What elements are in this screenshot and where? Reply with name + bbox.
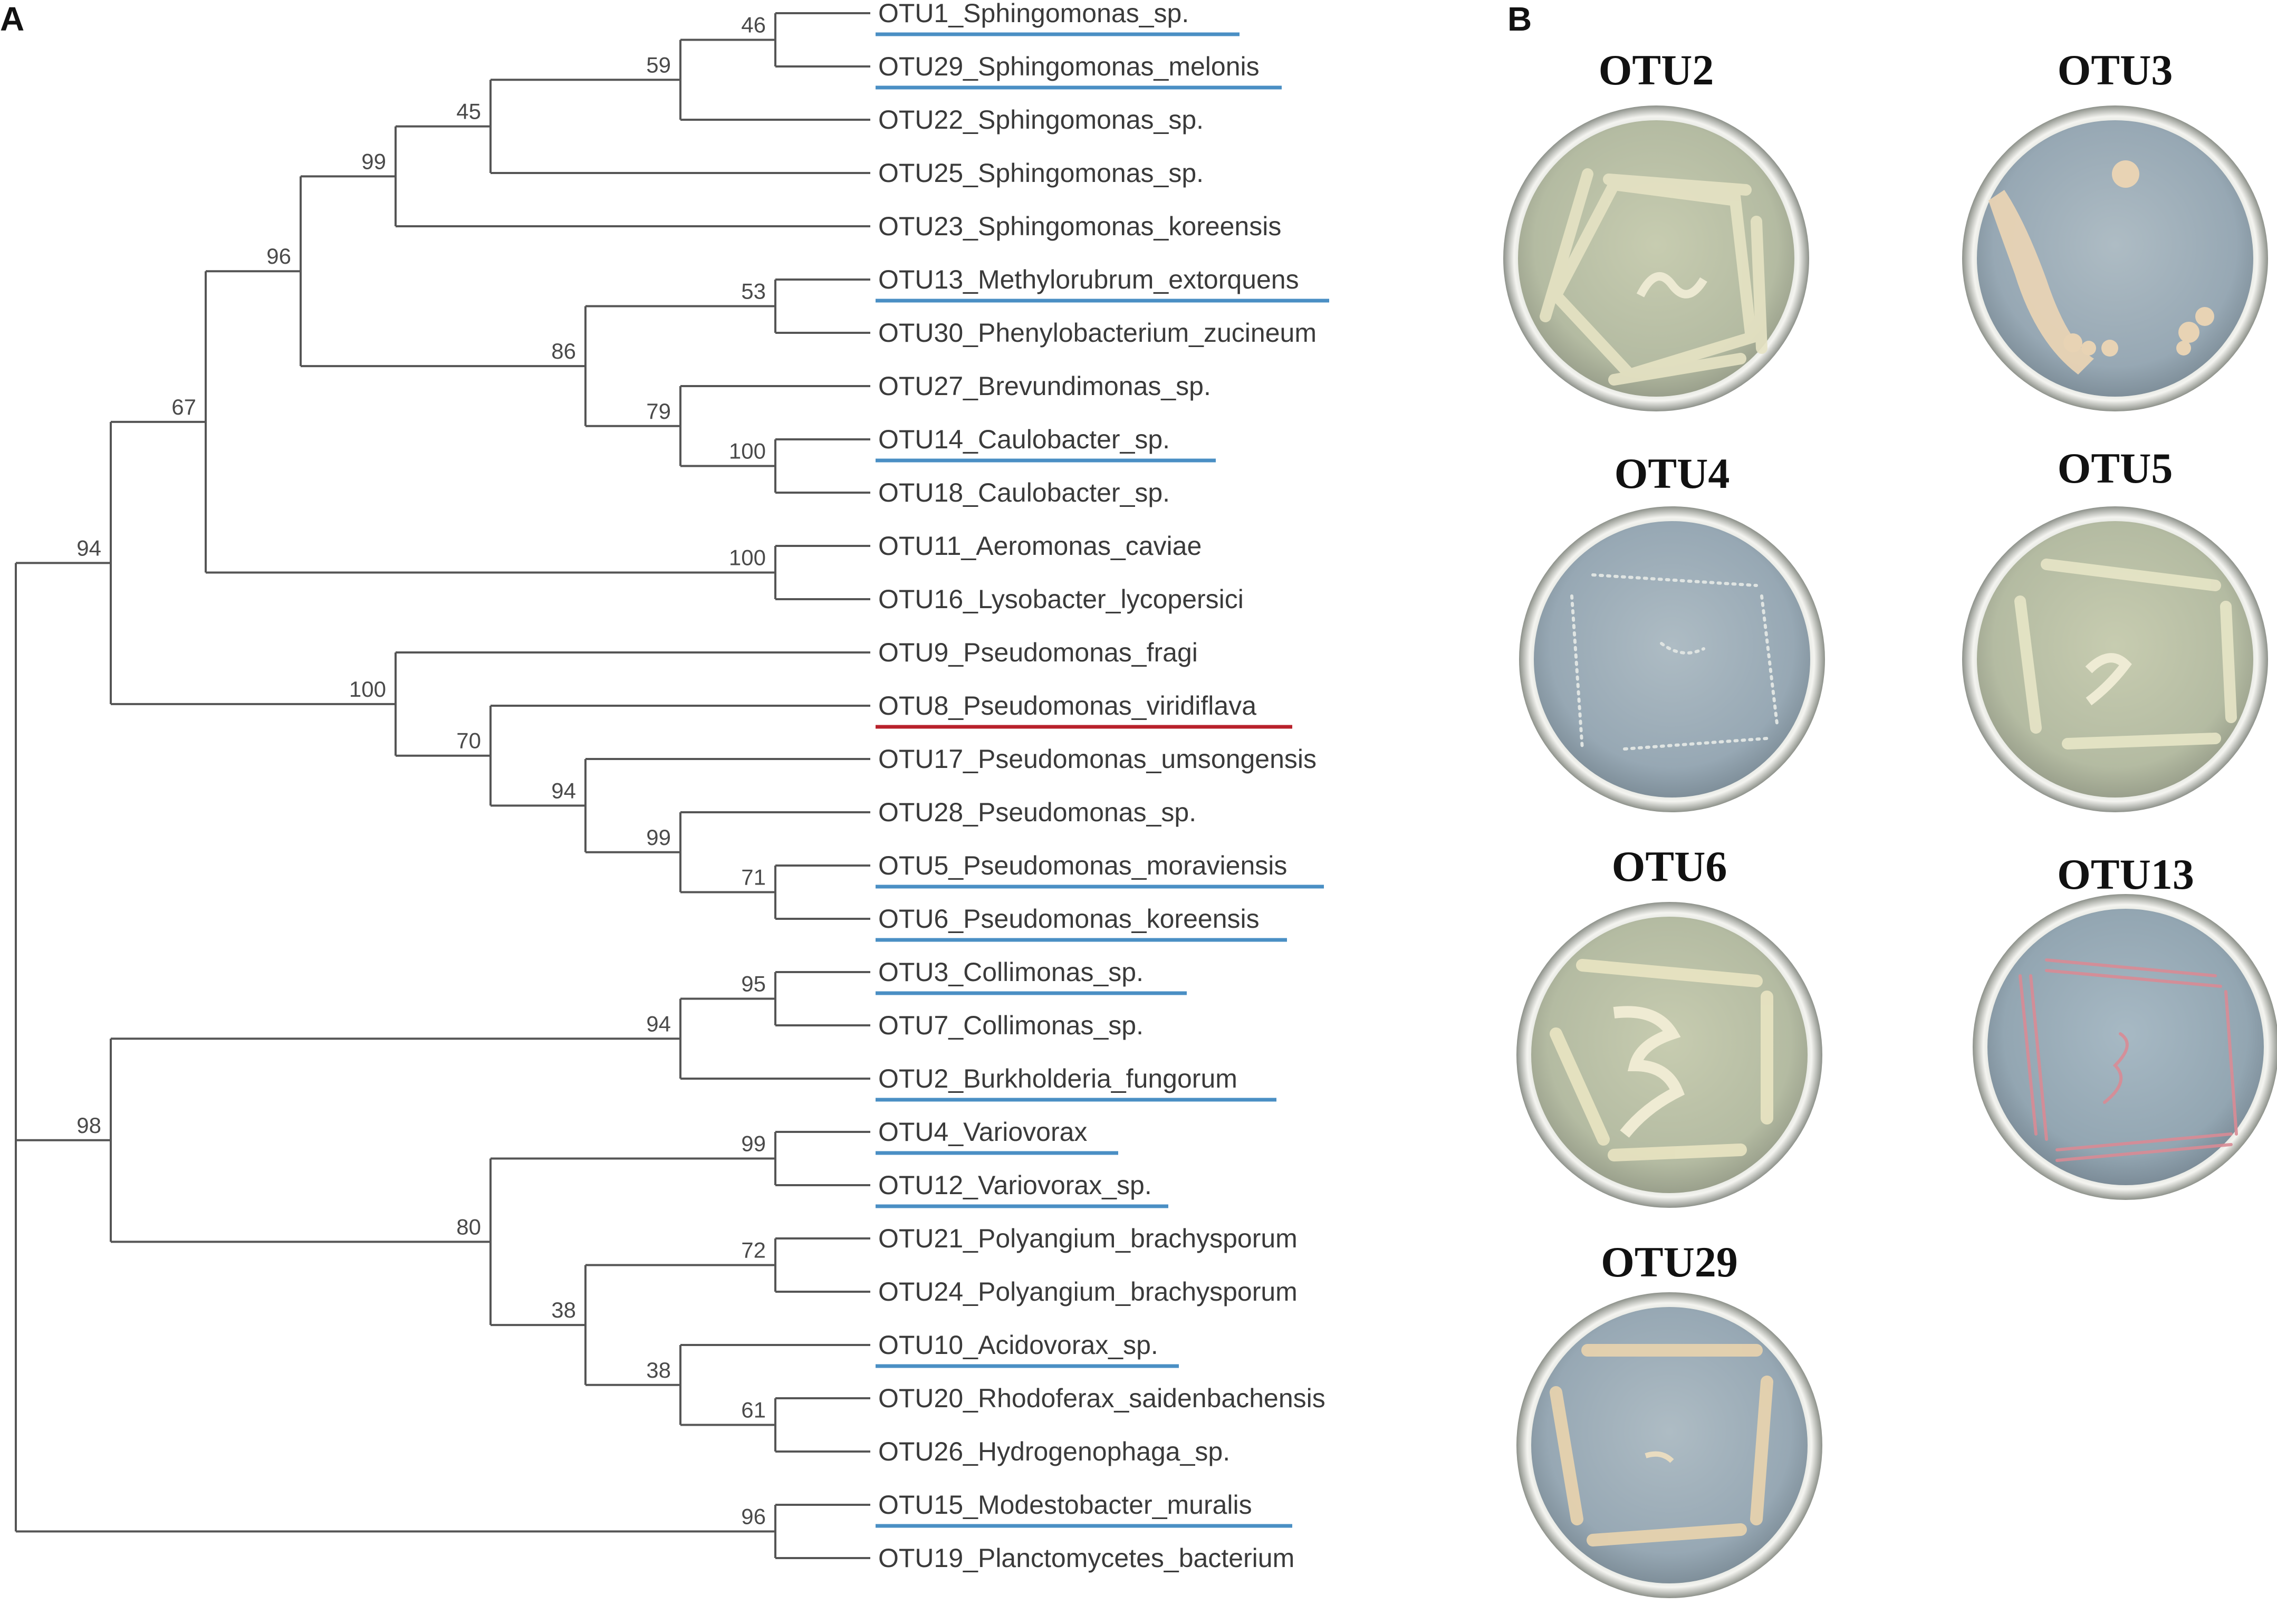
bootstrap-value: 96 <box>741 1504 766 1529</box>
bootstrap-value: 94 <box>646 1011 671 1036</box>
plate-title: OTU13 <box>2057 850 2194 898</box>
bootstrap-value: 79 <box>646 399 671 424</box>
petri-dish-agar <box>1531 1307 1808 1583</box>
leaf-label: OTU3_Collimonas_sp. <box>878 957 1144 987</box>
petri-dish-agar <box>1534 521 1810 797</box>
leaf-label: OTU18_Caulobacter_sp. <box>878 478 1170 507</box>
leaf-label: OTU23_Sphingomonas_koreensis <box>878 212 1281 241</box>
bootstrap-value: 59 <box>646 52 671 77</box>
center-streak <box>2085 653 2132 706</box>
leaf-label: OTU30_Phenylobacterium_zucineum <box>878 318 1317 348</box>
center-streak <box>1645 1451 1674 1463</box>
panel-a-letter: A <box>0 0 24 38</box>
leaf-label: OTU25_Sphingomonas_sp. <box>878 158 1204 188</box>
plate-otu13: OTU13 <box>1973 850 2277 1200</box>
bootstrap-value: 94 <box>551 778 576 803</box>
leaf-label: OTU13_Methylorubrum_extorquens <box>878 265 1299 294</box>
plate-title: OTU29 <box>1601 1238 1738 1286</box>
bacterial-streaks <box>2014 559 2237 749</box>
bootstrap-value: 38 <box>551 1298 576 1322</box>
leaf-label: OTU12_Variovorax_sp. <box>878 1170 1152 1200</box>
leaf-label: OTU1_Sphingomonas_sp. <box>878 0 1189 28</box>
bootstrap-value: 98 <box>76 1113 101 1138</box>
plate-title: OTU3 <box>2058 46 2173 94</box>
bacterial-streaks <box>2019 958 2238 1162</box>
bootstrap-value: 100 <box>729 545 766 570</box>
leaf-label: OTU10_Acidovorax_sp. <box>878 1330 1158 1360</box>
bootstrap-value: 45 <box>456 99 481 124</box>
leaf-label: OTU20_Rhodoferax_saidenbachensis <box>878 1383 1325 1413</box>
culture-plates-panel: OTU2 OTU3 <box>1503 46 2277 1598</box>
leaf-label: OTU19_Planctomycetes_bacterium <box>878 1543 1294 1573</box>
plate-title: OTU5 <box>2058 444 2173 492</box>
plate-otu29: OTU29 <box>1516 1238 1822 1598</box>
bootstrap-value: 67 <box>171 395 196 419</box>
leaf-label: OTU11_Aeromonas_caviae <box>878 531 1202 561</box>
bootstrap-value: 96 <box>266 244 291 268</box>
leaf-label: OTU8_Pseudomonas_viridiflava <box>878 691 1256 720</box>
bootstrap-value: 53 <box>741 279 766 304</box>
plate-title: OTU2 <box>1599 46 1714 94</box>
phylogenetic-tree-branches <box>15 12 870 1559</box>
leaf-label: OTU9_Pseudomonas_fragi <box>878 638 1198 667</box>
leaf-label: OTU21_Polyangium_brachysporum <box>878 1224 1298 1253</box>
bootstrap-value: 71 <box>741 865 766 890</box>
phylogenetic-tree-leaves: OTU1_Sphingomonas_sp. OTU29_Sphingomonas_… <box>876 0 1329 1573</box>
bootstrap-value: 61 <box>741 1398 766 1423</box>
bootstrap-value: 38 <box>646 1358 671 1382</box>
leaf-label: OTU15_Modestobacter_muralis <box>878 1490 1252 1520</box>
leaf-label: OTU17_Pseudomonas_umsongensis <box>878 744 1317 774</box>
bootstrap-value: 100 <box>729 439 766 464</box>
leaf-label: OTU5_Pseudomonas_moraviensis <box>878 851 1287 880</box>
bacterial-streaks <box>1550 959 1773 1161</box>
leaf-label: OTU22_Sphingomonas_sp. <box>878 105 1204 134</box>
plate-otu3: OTU3 <box>1962 46 2268 411</box>
leaf-label: OTU28_Pseudomonas_sp. <box>878 797 1196 827</box>
panel-b-letter: B <box>1507 0 1532 38</box>
bootstrap-value: 100 <box>349 677 386 702</box>
center-streak <box>1636 272 1707 299</box>
leaf-label: OTU26_Hydrogenophaga_sp. <box>878 1437 1230 1466</box>
leaf-label: OTU24_Polyangium_brachysporum <box>878 1277 1298 1306</box>
plate-title: OTU6 <box>1612 842 1727 890</box>
bootstrap-value: 99 <box>741 1131 766 1156</box>
bootstrap-value: 99 <box>361 149 386 174</box>
leaf-label: OTU7_Collimonas_sp. <box>878 1011 1144 1040</box>
leaf-label: OTU29_Sphingomonas_melonis <box>878 52 1260 81</box>
plate-otu4: OTU4 <box>1519 449 1825 812</box>
bootstrap-value: 80 <box>456 1214 481 1239</box>
plate-otu5: OTU5 <box>1962 444 2268 812</box>
bootstrap-value: 72 <box>741 1238 766 1263</box>
leaf-label: OTU27_Brevundimonas_sp. <box>878 371 1211 401</box>
leaf-label: OTU2_Burkholderia_fungorum <box>878 1064 1237 1093</box>
plate-otu2: OTU2 <box>1503 46 1809 411</box>
leaf-label: OTU4_Variovorax <box>878 1117 1087 1147</box>
leaf-label: OTU14_Caulobacter_sp. <box>878 425 1170 454</box>
bootstrap-support-values: 46 59 45 99 53 100 79 86 96 100 67 71 99 94 70 100 94 95 9… <box>76 13 766 1529</box>
bootstrap-value: 94 <box>76 535 101 560</box>
center-streak <box>1613 1006 1685 1138</box>
plate-otu6: OTU6 <box>1516 842 1822 1208</box>
bootstrap-value: 95 <box>741 972 766 996</box>
bacterial-streaks <box>1540 168 1767 386</box>
bacterial-streaks <box>1570 573 1779 751</box>
bacterial-colonies <box>1988 160 2214 374</box>
leaf-label: OTU6_Pseudomonas_koreensis <box>878 904 1260 934</box>
bootstrap-value: 70 <box>456 728 481 753</box>
plate-title: OTU4 <box>1615 449 1730 497</box>
bootstrap-value: 46 <box>741 13 766 37</box>
leaf-label: OTU16_Lysobacter_lycopersici <box>878 584 1244 614</box>
bootstrap-value: 86 <box>551 339 576 363</box>
bootstrap-value: 99 <box>646 825 671 850</box>
bacterial-streaks <box>1550 1344 1773 1546</box>
